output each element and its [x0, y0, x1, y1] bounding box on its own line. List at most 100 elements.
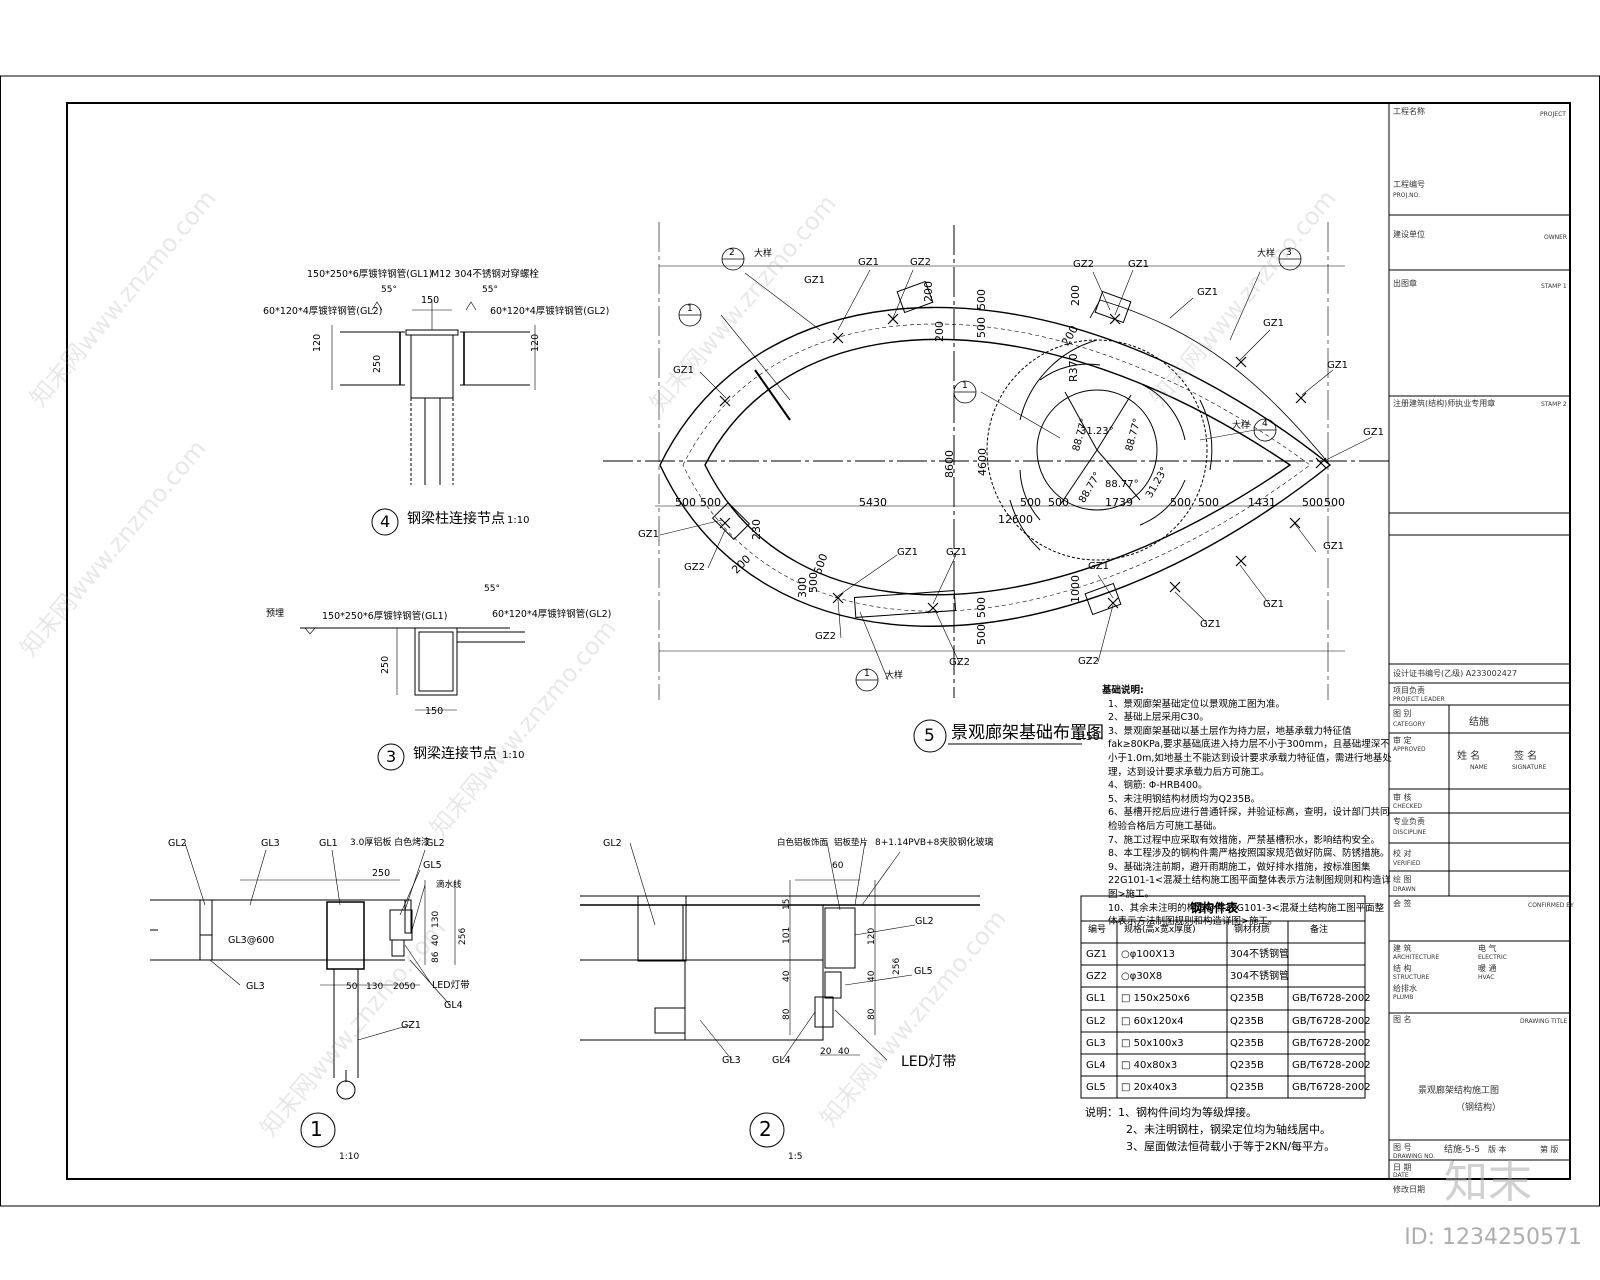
steel-cell: ○φ30X8	[1121, 971, 1163, 982]
dim-300: 300	[796, 577, 809, 598]
plan-title: 景观廊架基础布置图	[951, 723, 1104, 743]
detail2-note-gl2a: GL2	[603, 838, 622, 849]
dim-200-b: 200	[933, 321, 946, 342]
tag-gz1-4: GZ1	[1197, 287, 1218, 298]
detail1-dim-256: 256	[458, 927, 468, 945]
detail2-scale: 1:5	[788, 1152, 803, 1162]
steel-cell: GB/T6728-2002	[1292, 1016, 1371, 1027]
detail2-note-panel: 白色铝板饰面	[777, 838, 829, 848]
dim-5430: 5430	[859, 496, 887, 509]
steel-cell: GL3	[1086, 1038, 1106, 1049]
tag-gz1-10: GZ1	[1200, 619, 1221, 630]
tag-gz2-2: GZ2	[1073, 259, 1094, 270]
callout-1c-num: 1	[864, 669, 870, 679]
steel-cell: □ 40x80x3	[1121, 1060, 1178, 1071]
detail2-note-gl4: GL4	[772, 1055, 791, 1066]
tb-drawing-title-val2: （钢结构）	[1456, 1103, 1502, 1113]
dim-500-a: 500	[675, 496, 696, 509]
detail4-dim-250: 250	[372, 354, 383, 373]
tag-gz2-4: GZ2	[815, 631, 836, 642]
detail1-note-drip: 滴水线	[436, 880, 462, 890]
dim-4600: 4600	[976, 448, 989, 476]
foundation-plan	[603, 222, 1390, 700]
remark-1: 说明：1、钢构件间均为等级焊接。	[1085, 1106, 1257, 1119]
tb-proj-leader: 项目负责	[1393, 686, 1425, 695]
note-2: 2、基础上层采用C30。	[1108, 712, 1209, 724]
tb-elec-en: ELECTRIC	[1478, 954, 1507, 961]
detail1-note-gl1: GL1	[319, 838, 338, 849]
tb-bottom: 修改日期	[1393, 1185, 1425, 1194]
detail2-dim-40b: 40	[867, 970, 877, 982]
dim-500-b: 500	[700, 496, 721, 509]
dim-500-i: 500	[975, 289, 988, 310]
tb-cat-en: CATEGORY	[1393, 721, 1426, 728]
tag-gz1-1: GZ1	[804, 275, 825, 286]
detail2-dim-256: 256	[892, 957, 902, 975]
steel-cell: □ 150x250x6	[1121, 993, 1190, 1004]
brand-id: ID: 1234250571	[1404, 1225, 1582, 1250]
steel-cell: GL2	[1086, 1016, 1106, 1027]
steel-cell: GL5	[1086, 1082, 1106, 1093]
steel-cell: ○φ100X13	[1121, 949, 1175, 960]
tb-date: 日 期	[1393, 1163, 1412, 1172]
steel-cell: Q235B	[1230, 1082, 1264, 1093]
detail4-dim-120a: 120	[312, 333, 323, 352]
detail1-dim-20: 20	[393, 982, 405, 992]
dim-8600: 8600	[943, 450, 956, 478]
tb-name-col: 姓 名	[1457, 751, 1481, 762]
tb-verified-en: VERIFIED	[1393, 860, 1421, 867]
tb-plumb-en: PLUMB	[1393, 994, 1414, 1001]
tag-gz1-15: GZ1	[638, 529, 659, 540]
detail2-note-shim: 铝板垫片	[834, 838, 869, 848]
callout-3-label: 大样	[1257, 249, 1276, 259]
tb-arch-en: ARCHITECTURE	[1393, 954, 1440, 961]
tb-struct: 结 构	[1393, 964, 1412, 973]
detail4-note-3: 60*120*4厚镀锌钢管(GL2)	[263, 306, 383, 317]
tb-plumb: 给排水	[1393, 984, 1417, 993]
detail1-number: 1	[310, 1117, 323, 1141]
detail1-note-gl3: GL3	[261, 838, 280, 849]
tb-projno: 工程编号	[1393, 180, 1425, 189]
detail1-dim-250: 250	[372, 868, 391, 879]
steel-table-title: 钢构件表	[1190, 901, 1239, 915]
steel-cell: □ 50x100x3	[1121, 1038, 1184, 1049]
detail1-note-gl3at: GL3@600	[228, 935, 275, 946]
tb-discipline: 专业负责	[1393, 817, 1425, 826]
callout-4-label: 大样	[1232, 421, 1251, 431]
detail1-note-gl2a: GL2	[168, 838, 187, 849]
steel-cell: GZ2	[1086, 971, 1107, 982]
dim-230: 230	[750, 519, 763, 540]
tb-confirmed-en: CONFIRMED BY	[1528, 902, 1574, 909]
detail-2-drawing	[580, 841, 980, 1148]
detail4-title: 钢梁柱连接节点	[407, 511, 505, 527]
dim-500-f: 500	[1198, 496, 1219, 509]
callout-4-num: 4	[1262, 419, 1268, 429]
dim-500-l: 500	[975, 624, 988, 645]
detail1-dim-50a: 50	[346, 982, 358, 992]
callout-2-num: 2	[729, 248, 735, 258]
detail4-number: 4	[380, 512, 391, 531]
tb-hvac: 暖 通	[1478, 964, 1497, 973]
steel-cell: Q235B	[1230, 1038, 1264, 1049]
dim-500-d: 500	[1048, 496, 1069, 509]
steel-cell: GB/T6728-2002	[1292, 1038, 1371, 1049]
detail2-number: 2	[759, 1117, 772, 1141]
tag-gz1-6: GZ1	[1327, 360, 1348, 371]
detail2-dim-120: 120	[867, 927, 877, 945]
detail-3-drawing	[300, 627, 525, 771]
tb-sign-col: 签 名	[1514, 751, 1538, 762]
dim-1000: 1000	[1069, 575, 1082, 603]
dim-500-h: 500	[1324, 496, 1345, 509]
note-1: 1、景观廊架基础定位以景观施工图为准。	[1108, 698, 1286, 710]
detail1-note-gl3b: GL3	[246, 981, 265, 992]
detail4-dim-55b: 55°	[482, 285, 498, 295]
steel-cell: GZ1	[1086, 949, 1107, 960]
steel-table-grid	[1080, 895, 1366, 1099]
detail1-dim-130b: 130	[366, 982, 384, 992]
steel-cell: GB/T6728-2002	[1292, 1082, 1371, 1093]
note-4: 4、钢筋: Φ-HRB400。	[1108, 780, 1208, 792]
tag-gz1-11: GZ1	[1088, 561, 1109, 572]
tb-confirmed: 会 签	[1393, 899, 1412, 908]
